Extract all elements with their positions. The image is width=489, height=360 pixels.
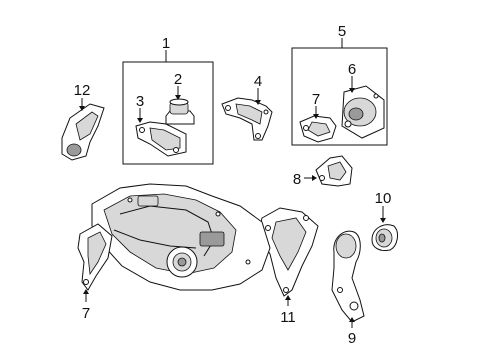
callout-3: 3	[136, 93, 144, 110]
group-box-5	[291, 38, 388, 146]
part-9-torque-strut	[331, 230, 365, 328]
callout-8: 8	[293, 171, 301, 188]
callout-11: 11	[280, 309, 296, 326]
callout-9: 9	[348, 330, 356, 347]
part-10-cushion	[371, 206, 398, 251]
callout-6: 6	[348, 61, 356, 78]
part-7-bracket-lower	[77, 223, 113, 302]
callout-1: 1	[162, 35, 170, 52]
callout-4: 4	[254, 73, 262, 90]
callout-10: 10	[375, 190, 392, 207]
callout-2: 2	[174, 71, 182, 88]
callout-12: 12	[74, 82, 91, 99]
part-8-bracket	[304, 155, 353, 187]
part-6-engine-mount	[341, 76, 385, 139]
callout-5: 5	[338, 23, 346, 40]
callout-7-lower: 7	[82, 305, 90, 322]
part-12-bracket	[61, 98, 105, 161]
part-7-bracket-upper	[299, 106, 337, 143]
transaxle-assembly	[91, 183, 271, 291]
callout-7-upper: 7	[312, 91, 320, 108]
group-box-1	[122, 50, 214, 165]
part-3-bracket	[135, 108, 187, 157]
part-4-bracket	[221, 88, 273, 141]
part-2-mount-cushion	[165, 86, 195, 125]
